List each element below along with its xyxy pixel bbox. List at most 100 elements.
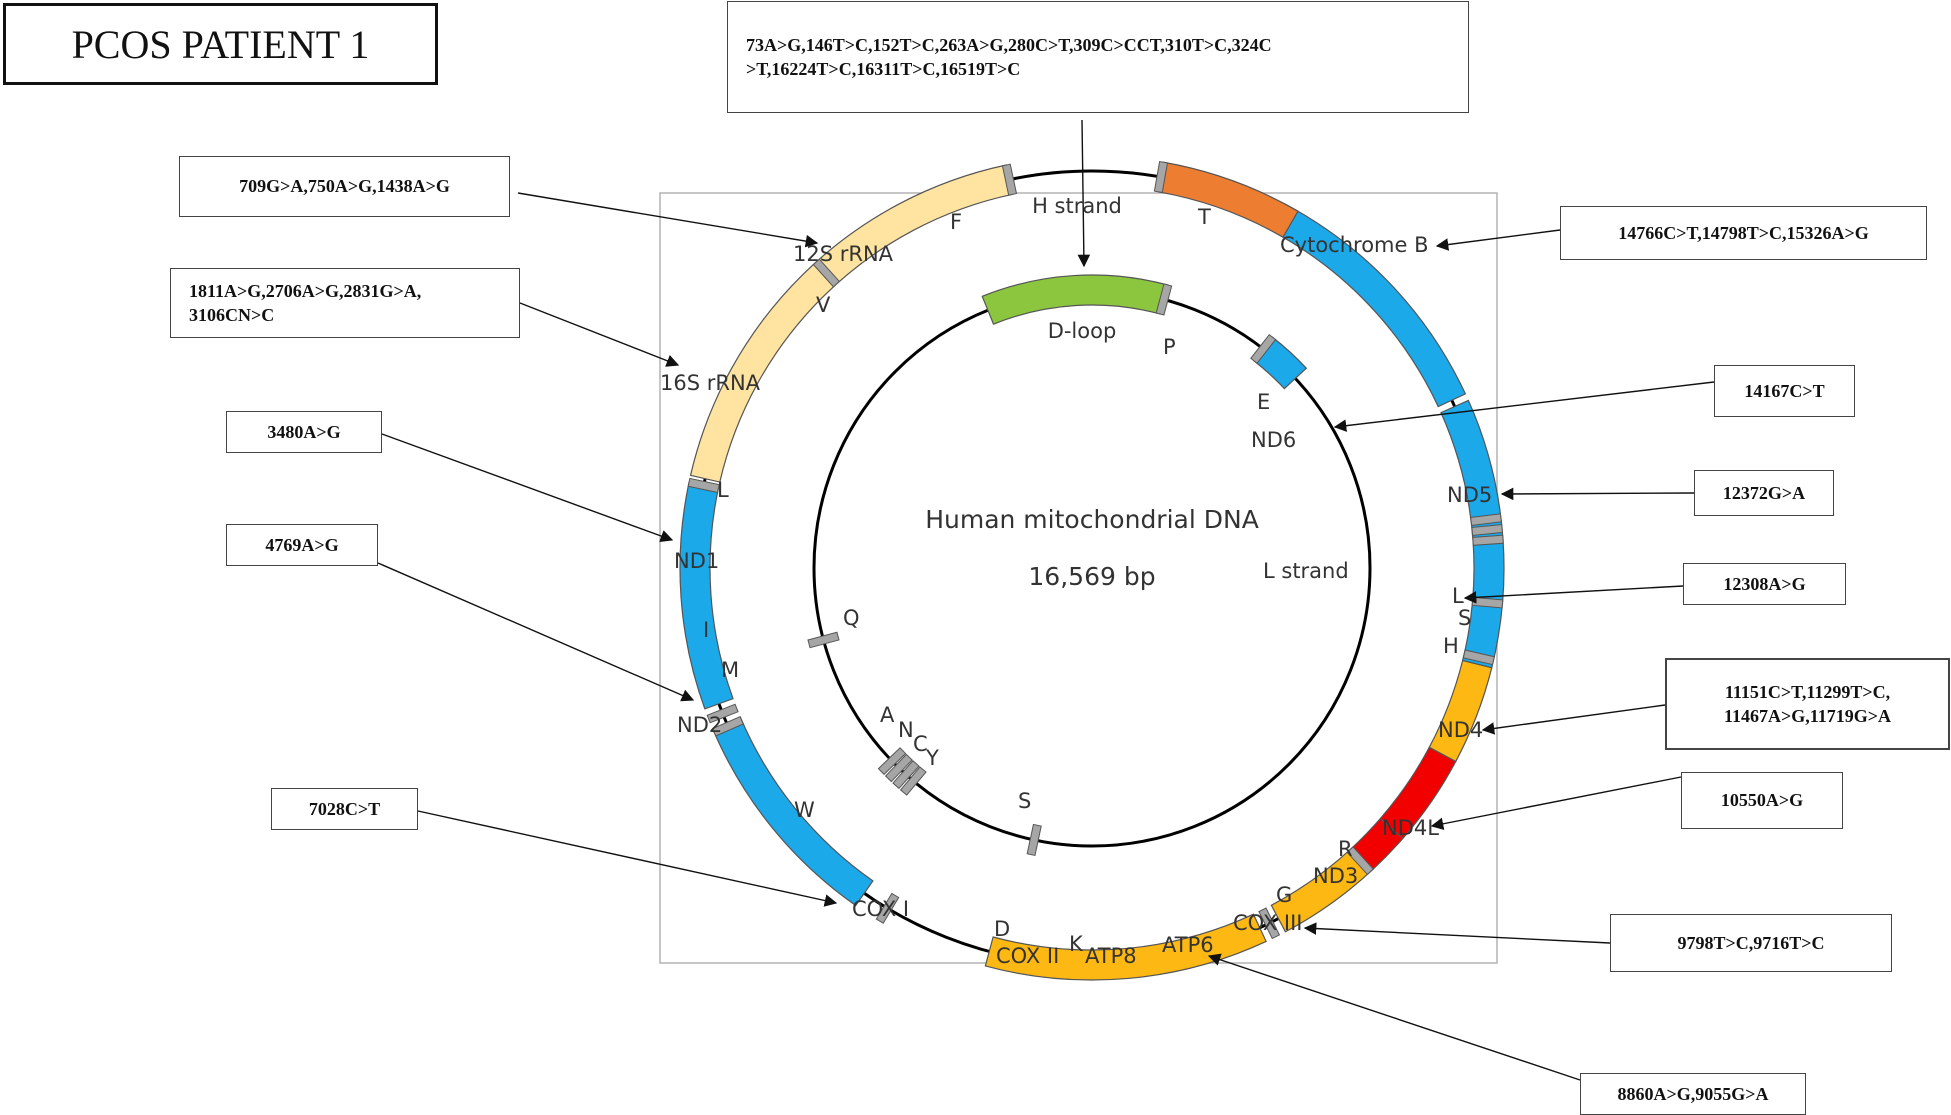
trna-tick-a xyxy=(877,747,907,776)
trna-tick-c xyxy=(892,760,920,790)
gene-arc-cytb xyxy=(1157,161,1299,238)
trna-label-y: Y xyxy=(925,746,939,770)
trna-tick-d xyxy=(1258,907,1281,940)
trna-tick-l2 xyxy=(1470,513,1502,526)
trna-label-r: R xyxy=(1338,837,1353,861)
l-strand-label: L strand xyxy=(1263,559,1349,583)
mutation-nd4-line2: 11467A>G,11719G>A xyxy=(1723,706,1892,726)
mutation-16s-line1: 1811A>G,2706A>G,2831G>A, xyxy=(189,280,422,301)
mutation-box-trna-l2: 12308A>G xyxy=(1683,563,1846,605)
trna-tick-y xyxy=(899,766,927,796)
gene-label-cytochrome-b: Cytochrome B xyxy=(1280,233,1429,257)
arrow-trna-l2 xyxy=(1463,585,1684,604)
gene-label-cox2: COX II xyxy=(996,944,1059,968)
trna-label-q: Q xyxy=(843,606,860,630)
trna-label-p: P xyxy=(1163,335,1176,359)
trna-tick-e xyxy=(1250,333,1277,364)
gene-label-nd3: ND3 xyxy=(1313,864,1358,888)
mutation-box-cox1: 7028C>T xyxy=(271,788,418,830)
gene-label-atp8: ATP8 xyxy=(1085,944,1137,968)
gene-arc-atp6 xyxy=(1379,746,1457,840)
trna-tick-f xyxy=(1001,163,1018,196)
trna-label-l1: L xyxy=(717,478,729,502)
trna-label-s2: S xyxy=(1458,606,1471,630)
page-title: PCOS PATIENT 1 xyxy=(3,3,438,85)
trna-tick-q xyxy=(807,631,840,649)
mutation-box-nd4: 11151C>T,11299T>C, 11467A>G,11719G>A xyxy=(1665,658,1950,750)
arrow-atp xyxy=(1207,953,1581,1081)
mutation-box-12s-rrna: 709G>A,750A>G,1438A>G xyxy=(179,156,510,217)
trna-tick-g xyxy=(1462,649,1495,666)
mutation-nd4-line1: 11151C>T,11299T>C, xyxy=(1724,681,1891,702)
gene-label-dloop: D-loop xyxy=(1048,319,1117,343)
trna-label-g: G xyxy=(1276,883,1292,907)
trna-label-v: V xyxy=(816,293,831,317)
trna-tick-m xyxy=(711,715,744,737)
arrow-dloop xyxy=(1077,119,1091,268)
gene-arc-cox1 xyxy=(984,913,1267,981)
mutation-dloop-line2: >T,16224T>C,16311T>C,16519T>C xyxy=(746,59,1021,79)
trna-tick-s2 xyxy=(1471,523,1504,536)
gene-label-12s-rrna: 12S rRNA xyxy=(793,242,894,266)
arrow-cox3 xyxy=(1303,922,1611,944)
arrow-12s-rrna xyxy=(517,192,819,248)
arrow-nd4 xyxy=(1481,704,1666,735)
trna-label-w: W xyxy=(794,798,815,822)
trna-label-d: D xyxy=(994,917,1010,941)
mutation-16s-line2: 3106CN>C xyxy=(189,305,275,325)
gene-label-16s-rrna: 16S rRNA xyxy=(660,371,761,395)
h-strand-label: H strand xyxy=(1032,194,1122,218)
trna-tick-p xyxy=(1155,283,1173,316)
arrow-cox1 xyxy=(417,810,838,907)
trna-tick-k xyxy=(1346,846,1374,876)
mutation-box-16s-rrna: 1811A>G,2706A>G,2831G>A, 3106CN>C xyxy=(170,268,520,338)
arrow-nd2 xyxy=(377,562,695,702)
trna-label-h: H xyxy=(1443,634,1459,658)
genome-title: Human mitochondrial DNA xyxy=(925,505,1259,534)
trna-label-s1: S xyxy=(1018,789,1031,813)
mutation-box-nd4l: 10550A>G xyxy=(1681,772,1843,829)
mutation-box-nd6: 14167C>T xyxy=(1714,365,1855,417)
trna-tick-w xyxy=(875,892,900,924)
gene-label-cox3: COX III xyxy=(1233,911,1303,935)
trna-label-a: A xyxy=(880,703,895,727)
gene-label-nd6: ND6 xyxy=(1251,428,1296,452)
mutation-box-nd5: 12372G>A xyxy=(1694,470,1834,516)
trna-tick-n xyxy=(884,753,913,783)
mutation-box-nd2: 4769A>G xyxy=(226,524,378,566)
gene-segments xyxy=(679,161,1505,981)
mutation-dloop-line1: 73A>G,146T>C,152T>C,263A>G,280C>T,309C>C… xyxy=(746,34,1272,55)
annotation-arrows xyxy=(377,119,1715,1081)
trna-label-f: F xyxy=(950,210,962,234)
gene-label-nd1: ND1 xyxy=(674,549,719,573)
arrow-nd5 xyxy=(1500,487,1695,501)
gene-arc-cox3 xyxy=(1428,659,1493,763)
trna-label-c: C xyxy=(913,732,928,756)
trna-label-t: T xyxy=(1197,205,1211,229)
trna-tick-t xyxy=(1153,160,1169,194)
mutation-box-dloop: 73A>G,146T>C,152T>C,263A>G,280C>T,309C>C… xyxy=(727,1,1469,113)
arrow-16s-rrna xyxy=(519,302,680,367)
trna-label-e: E xyxy=(1257,390,1270,414)
arrow-nd4l xyxy=(1430,776,1682,830)
gene-label-nd2: ND2 xyxy=(677,713,722,737)
trna-label-l2: L xyxy=(1452,584,1464,608)
mutation-box-nd1: 3480A>G xyxy=(226,411,382,453)
mutation-box-cox3: 9798T>C,9716T>C xyxy=(1610,914,1892,972)
trna-tick-l1 xyxy=(687,477,720,494)
gene-arc-nd5 xyxy=(1270,203,1467,408)
trna-tick-i xyxy=(706,703,739,724)
gene-label-cox1: COX I xyxy=(852,897,909,921)
trna-label-n: N xyxy=(898,718,914,742)
trna-label-m: M xyxy=(721,658,739,682)
trna-label-k: K xyxy=(1069,932,1084,956)
gene-label-atp6: ATP6 xyxy=(1162,933,1214,957)
gene-label-nd4: ND4 xyxy=(1438,718,1483,742)
arrow-nd6 xyxy=(1333,381,1715,432)
mutation-box-cytochrome-b: 14766C>T,14798T>C,15326A>G xyxy=(1560,206,1927,260)
trna-markers xyxy=(687,160,1504,940)
trna-tick-v xyxy=(812,258,841,288)
gene-label-nd5: ND5 xyxy=(1447,483,1492,507)
trna-tick-s1 xyxy=(1026,823,1042,857)
